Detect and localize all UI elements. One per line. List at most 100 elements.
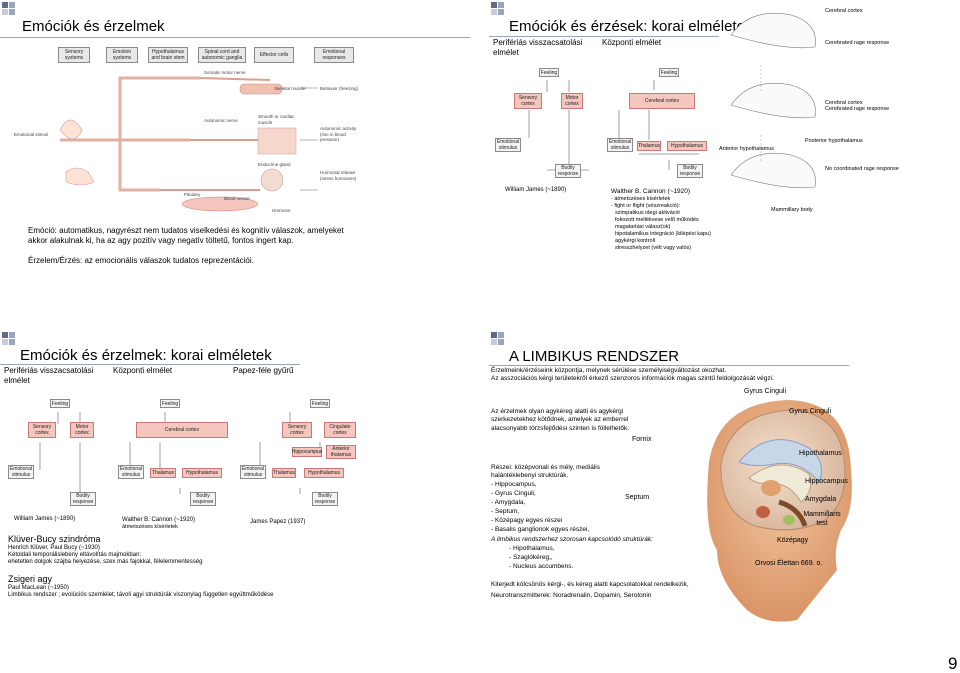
slide-early-theories-2: Emóciók és érzelmek: korai elméletek Per… (0, 330, 470, 652)
header-effector-cells: Effector cells (254, 47, 294, 63)
kb-line-0: Henrich Klüver, Paul Bucy (~1930) (8, 545, 100, 551)
slide-limbic-system: A LIMBIKUS RENDSZER Érzelmeink/érzéseink… (489, 330, 959, 652)
diagram-arrows (528, 80, 699, 171)
cannon-line-3: fokozott mellékvese velő működés (615, 217, 699, 223)
cannon-line-7: stresszhelyzet (vélt vagy valós) (615, 245, 692, 251)
header-emotion-systems: Emotion systems (106, 47, 138, 63)
intro-line-2: Az asszociációs kérgi területekről érkez… (491, 375, 774, 382)
label-autonomic-nerve: Autonomic nerve (204, 118, 238, 123)
neurotransmitters-text: Neurotranszmitterek: Noradrenalin, Dopam… (491, 592, 652, 599)
walther-cannon: Walther B. Cannon (~1920) (611, 188, 691, 195)
box-emotional-stimulus-central: Emotional stimulus (118, 465, 144, 479)
label-anterior-hypothalamus: Anterior hypothalamus (719, 146, 775, 152)
label-gyrus-cinguli: Gyrus Cinguli (789, 408, 832, 415)
label-gyrus-cinguli-top: Gyrus Cinguli (744, 388, 787, 395)
box-cerebral-cortex: Cerebral cortex (136, 422, 228, 438)
william-james: William James (~1890) (505, 187, 567, 193)
title-divider (0, 37, 470, 38)
label-endocrine-gland: Endocrine gland (258, 162, 291, 167)
label-hormonal-release: Hormonal release (stress hormones) (320, 170, 357, 181)
label-hipothalamus: Hipothalamus (799, 450, 842, 457)
part-gyrus: - Gyrus Cinguli, (491, 490, 536, 497)
label-no-rage: No coordinated rage response (825, 166, 899, 172)
header-hypothalamus: Hypothalamus and brain stem (148, 47, 188, 63)
box-emotional-stimulus-central: Emotional stimulus (607, 138, 633, 152)
box-hypothalamus: Hypothalamus (667, 141, 707, 151)
james-papez: James Papez (1937) (250, 519, 306, 525)
page-number: 9 (948, 654, 958, 673)
connections-text: Kiterjedt kölcsönös kérgi-, és kéreg ala… (491, 581, 689, 588)
box-bodily-response-central: Bodily response (677, 164, 703, 178)
box-thalamus-papez: Thalamus (272, 468, 296, 478)
title-divider (0, 364, 300, 365)
diagram-arrows (39, 412, 321, 494)
part-midbrain: - Középagy egyes részei (491, 517, 563, 524)
box-thalamus: Thalamus (637, 141, 661, 151)
label-septum: Septum (625, 494, 650, 501)
label-somatic-motor-nerve: Somatic motor nerve (204, 70, 246, 75)
box-motor-cortex: Motor cortex (70, 422, 94, 438)
zsigeri-agy-title: Zsigeri agy (8, 574, 53, 584)
header-sensory-systems: Sensory systems (58, 47, 90, 63)
label-mammillary-body: Mammillary body (771, 207, 813, 213)
box-sensory-cortex: Sensory cortex (514, 93, 542, 109)
label-orvosi-elettan: Orvosi Élettan 669. o. (755, 560, 823, 567)
label-hippocampus: Hippocampus (805, 478, 848, 485)
label-rage-1: Cerebrated rage response (825, 40, 890, 46)
cannon-line-5: hipotalamikus integráció (kilépési kapu) (615, 231, 711, 237)
box-anterior-thalamus: Anterior thalamus (326, 445, 356, 459)
part-hippocampus: - Hippocampus, (491, 481, 537, 488)
box-emotional-stimulus: Emotional stimulus (8, 465, 34, 479)
label-pituitary: Pituitary (184, 192, 201, 197)
box-feeling: Feeling (50, 399, 70, 408)
box-cingulate-cortex: Cingulate cortex (324, 422, 356, 438)
cannon-line-6: agykérgi kontroll (615, 238, 656, 244)
box-sensory-cortex: Sensory cortex (28, 422, 56, 438)
label-amygdala: Amygdala (805, 496, 837, 503)
header-spinal-cord: Spinal cord and autonomic ganglia (198, 47, 246, 63)
cannon-line-0: - átmetszéses kísérletek (611, 196, 671, 202)
related-heading: A limbikus rendszerhez szorosan kapcsoló… (491, 536, 653, 543)
subtitle-central: Központi elmélet (113, 366, 173, 375)
walther-cannon: Walther B. Cannon (~1920) (122, 517, 195, 523)
box-hypothalamus: Hypothalamus (182, 468, 222, 478)
william-james: William James (~1890) (14, 516, 76, 522)
cannon-line-1: - fight or flight (vészreakció): (611, 203, 681, 209)
box-hippocampus: Hippocampus (291, 447, 323, 457)
kb-line-1: Kétoldali temporálislebeny eltávolítás m… (8, 552, 142, 558)
label-smooth-muscle: Smooth or cardiac muscle (258, 114, 295, 125)
slide-title: Emóciók és érzések: korai elméletek (509, 18, 753, 35)
header-emotional-responses: Emotional responses (314, 47, 354, 63)
emotion-definition: Emóció: automatikus, nagyrészt nem tudat… (28, 226, 344, 245)
label-brain-cortex-2: Cerebral cortex (825, 100, 863, 106)
subtitle-peripheral: Perifériás visszacsatolási elmélet (493, 38, 583, 57)
head-brain-illustration (707, 400, 852, 622)
label-skeletal-muscle: Skeletal muscle (274, 86, 306, 91)
label-rage-2: Cerebrated rage response (825, 106, 890, 112)
label-fornix: Fornix (632, 436, 652, 443)
cannon-line-2: szimpatikus idegi aktiváció (615, 210, 680, 216)
pathway-arrows (59, 76, 318, 212)
intro-line-1: Érzelmeink/érzéseink központja, melynek … (491, 367, 727, 374)
box-motor-cortex: Motor cortex (561, 93, 583, 109)
label-emotional-stimuli: Emotional stimuli (14, 132, 49, 137)
feeling-definition: Érzelem/Érzés: az emocionális válaszok t… (28, 256, 254, 265)
label-kozepagy: Középagy (777, 537, 809, 544)
part-amygdala: - Amygdala, (491, 499, 526, 506)
box-sensory-cortex-papez: Sensory cortex (282, 422, 312, 438)
label-posterior-hypothalamus: Posterior hypothalamus (805, 138, 863, 144)
slide-early-theories-1: Emóciók és érzések: korai elméletek Peri… (489, 0, 959, 322)
cannon-sub: átmetszéses kísérletek (122, 524, 178, 530)
slide-emotions: Emóciók és érzelmek Sensory systems Emot… (0, 0, 470, 322)
label-hormone: Hormone (272, 208, 291, 213)
box-feeling-central: Feeling (659, 68, 679, 77)
label-blood-vessel: Blood vessel (224, 196, 250, 201)
box-feeling-papez: Feeling (310, 399, 330, 408)
parts-heading: Részei: középvonali és mély, mediális ha… (491, 464, 600, 480)
subtitle-central: Központi elmélet (602, 38, 662, 47)
kluver-bucy-title: Klüver-Bucy szindróma (8, 534, 101, 544)
box-feeling-central: Feeling (160, 399, 180, 408)
evolution-paragraph: Az érzelmek olyan agykéreg alatti és agy… (491, 408, 630, 432)
label-brain-cortex-1: Cerebral cortex (825, 8, 863, 14)
related-accumbens: - Nucleus accumbens. (509, 563, 574, 570)
